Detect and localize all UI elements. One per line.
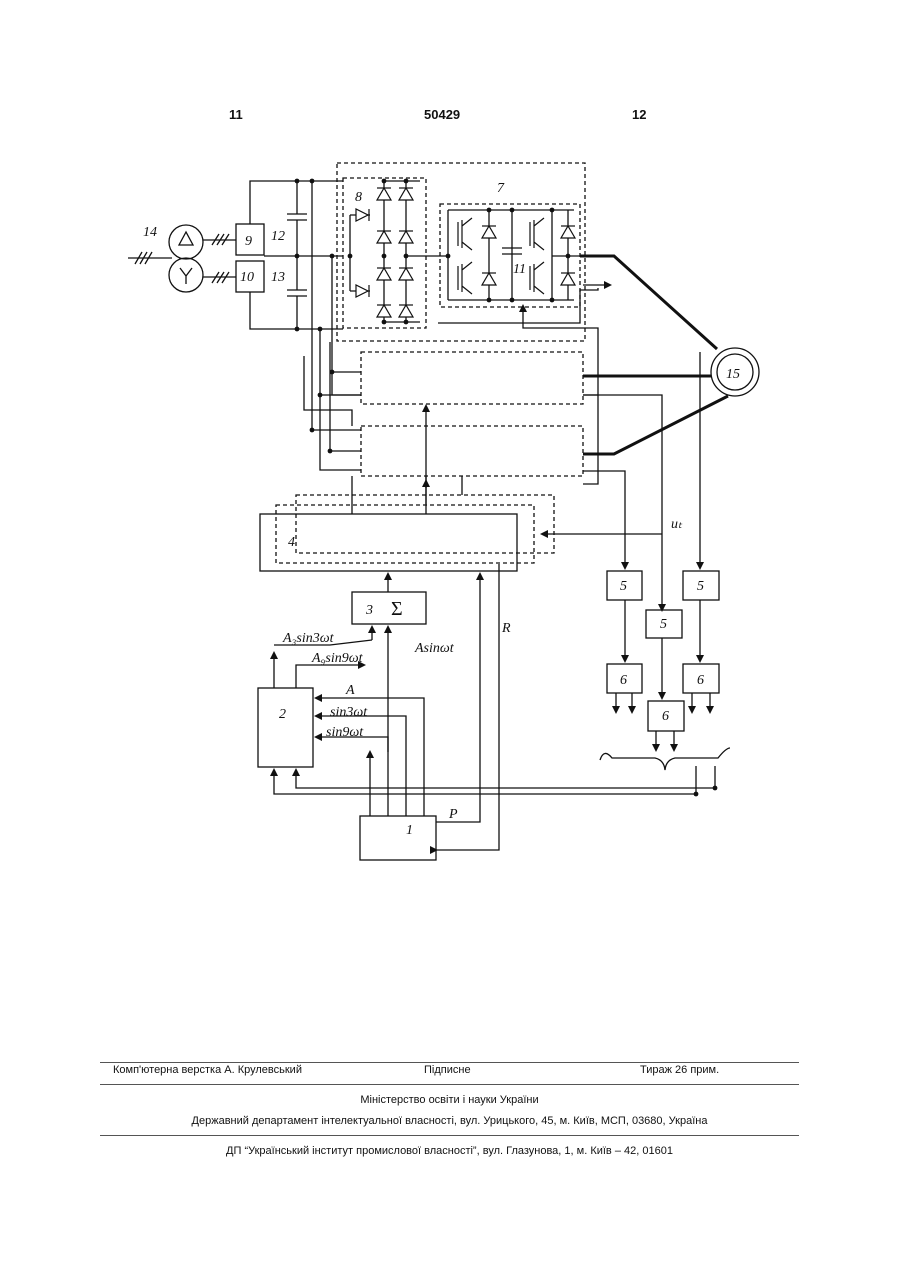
- label-8: 8: [355, 190, 362, 205]
- label-13: 13: [271, 270, 285, 285]
- label-5c: 5: [697, 579, 704, 594]
- block-3-summator: [352, 592, 426, 624]
- footer-ministry: Міністерство освіти і науки України: [100, 1094, 799, 1106]
- footer-department: Державний департамент інтелектуальної вл…: [100, 1115, 799, 1127]
- label-5a: 5: [620, 579, 627, 594]
- label-6a: 6: [620, 673, 627, 688]
- signal-sin3: sin3ωt: [330, 705, 368, 720]
- signal-p: P: [448, 807, 458, 822]
- label-11: 11: [513, 262, 526, 277]
- sum-symbol: Σ: [391, 598, 403, 620]
- footer-rule-middle: [100, 1084, 799, 1085]
- signal-r: R: [501, 621, 511, 636]
- label-4: 4: [288, 535, 295, 550]
- label-1: 1: [406, 823, 413, 838]
- footer-rule-bottom: [100, 1135, 799, 1136]
- signal-asin: Asinωt: [414, 641, 455, 656]
- signal-ut: uₜ: [671, 517, 683, 532]
- block-1: [360, 816, 436, 860]
- footer-circulation: Тираж 26 прим.: [640, 1064, 719, 1076]
- signal-sin9: sin9ωt: [326, 725, 364, 740]
- label-5b: 5: [660, 617, 667, 632]
- label-10: 10: [240, 270, 254, 285]
- block-7-frame: [337, 163, 585, 341]
- label-14: 14: [143, 225, 157, 240]
- label-6b: 6: [662, 709, 669, 724]
- label-9: 9: [245, 234, 252, 249]
- footer-institute: ДП “Український інститут промислової вла…: [100, 1145, 799, 1157]
- label-3: 3: [365, 603, 373, 618]
- control-block-lower: [361, 426, 583, 476]
- label-12: 12: [271, 229, 285, 244]
- label-6c: 6: [697, 673, 704, 688]
- block-2: [258, 688, 313, 767]
- signal-a3: A₃sin3ωt: [282, 631, 335, 646]
- label-7: 7: [497, 181, 505, 196]
- footer-rule-top: [100, 1062, 799, 1063]
- label-15: 15: [726, 367, 740, 382]
- footer-layout-credit: Комп'ютерна верстка А. Крулевський: [113, 1064, 302, 1076]
- footer-signed: Підписне: [424, 1064, 471, 1076]
- transformer-14-delta-winding: [169, 225, 203, 259]
- label-2: 2: [279, 707, 286, 722]
- signal-a: A: [345, 683, 355, 698]
- control-block-upper: [361, 352, 583, 404]
- signal-a9: A₉sin9ωt: [311, 651, 364, 666]
